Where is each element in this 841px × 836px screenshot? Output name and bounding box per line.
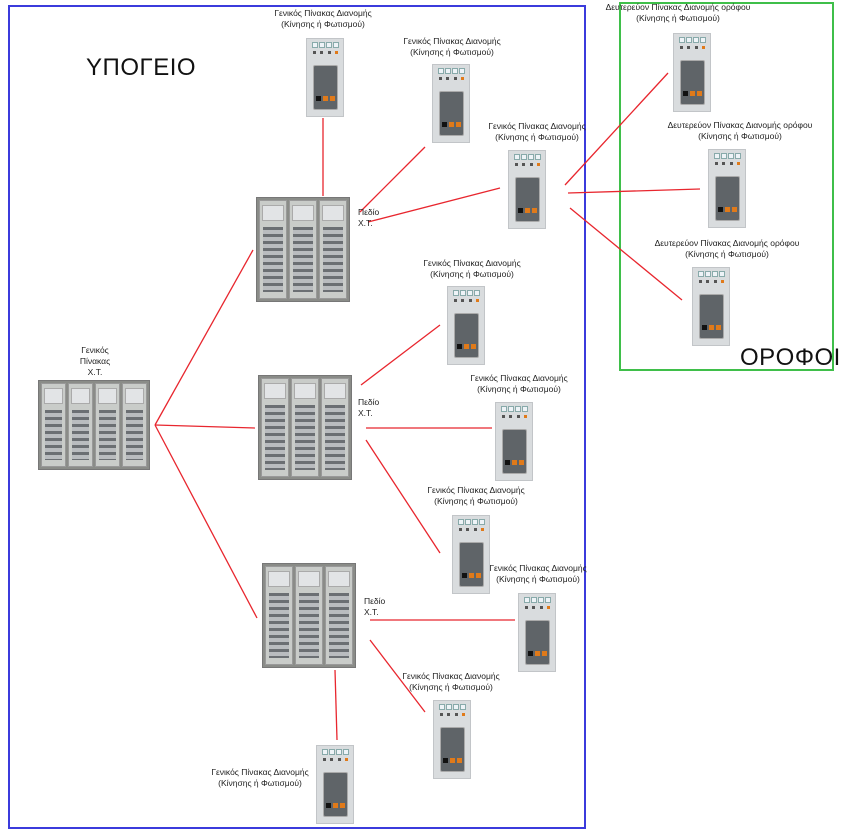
label-line: Γενικός Πίνακας Διανομής <box>470 373 568 383</box>
distribution-panel-label: Γενικός Πίνακας Διανομής(Κίνησης ή Φωτισ… <box>489 563 586 585</box>
distribution-panel <box>518 593 556 672</box>
connection-line <box>569 207 683 301</box>
label-line: Γενικός Πίνακας Διανομής <box>423 258 521 268</box>
lv-field-panel <box>256 197 350 302</box>
distribution-panel-label: Γενικός Πίνακας Διανομής(Κίνησης ή Φωτισ… <box>488 121 585 143</box>
floors-zone <box>619 2 834 371</box>
label-line: Δευτερεύον Πίνακας Διανομής ορόφου <box>654 238 800 248</box>
label-line: Γενικός Πίνακας Διανομής <box>402 671 500 681</box>
connection-line <box>334 669 338 741</box>
distribution-panel-label: Γενικός Πίνακας Διανομής(Κίνησης ή Φωτισ… <box>470 373 567 395</box>
distribution-panel <box>508 150 546 229</box>
label-line: Γενικός <box>81 345 109 355</box>
label-line: Γενικός Πίνακας Διανομής <box>403 36 501 46</box>
label-line: Γενικός Πίνακας Διανομής <box>274 8 372 18</box>
lv-field-panel <box>258 375 352 480</box>
label-line: Χ.Τ. <box>364 607 379 617</box>
basement-title: ΥΠΟΓΕΙΟ <box>86 54 197 81</box>
label-line: Χ.Τ. <box>87 367 103 377</box>
label-line: Γενικός Πίνακας Διανομής <box>488 121 586 131</box>
distribution-panel <box>306 38 344 117</box>
connection-line <box>567 188 701 194</box>
label-line: (Κίνησης ή Φωτισμού) <box>685 249 769 259</box>
label-line: (Κίνησης ή Φωτισμού) <box>434 496 518 506</box>
label-line: Γενικός Πίνακας Διανομής <box>211 767 309 777</box>
distribution-panel-label: Γενικός Πίνακας Διανομής(Κίνησης ή Φωτισ… <box>211 767 308 789</box>
label-line: (Κίνησης ή Φωτισμού) <box>698 131 782 141</box>
label-line: (Κίνησης ή Φωτισμού) <box>430 269 514 279</box>
label-line: (Κίνησης ή Φωτισμού) <box>410 47 494 57</box>
main-lv-panel <box>38 380 150 470</box>
distribution-panel <box>447 286 485 365</box>
label-line: (Κίνησης ή Φωτισμού) <box>496 574 580 584</box>
distribution-panel <box>316 745 354 824</box>
connection-line <box>564 72 669 186</box>
lv-field-panel <box>262 563 356 668</box>
label-line: Δευτερεύον Πίνακας Διανομής ορόφου <box>667 120 813 130</box>
connection-line <box>360 324 441 386</box>
label-line: Πεδίο <box>364 596 386 606</box>
label-line: (Κίνησης ή Φωτισμού) <box>636 13 720 23</box>
distribution-panel-label: Γενικός Πίνακας Διανομής(Κίνησης ή Φωτισ… <box>427 485 524 507</box>
label-line: Πίνακας <box>79 356 111 366</box>
connection-line <box>365 439 441 554</box>
connection-line <box>367 187 501 223</box>
distribution-panel <box>495 402 533 481</box>
floor-panel-label: Δευτερεύον Πίνακας Διανομής ορόφου(Κίνησ… <box>655 238 800 260</box>
label-line: (Κίνησης ή Φωτισμού) <box>218 778 302 788</box>
label-line: Χ.Τ. <box>358 408 373 418</box>
label-line: (Κίνησης ή Φωτισμού) <box>477 384 561 394</box>
distribution-panel <box>452 515 490 594</box>
connection-line <box>359 146 426 213</box>
distribution-panel-label: Γενικός Πίνακας Διανομής(Κίνησης ή Φωτισ… <box>423 258 520 280</box>
connection-line <box>369 639 426 713</box>
distribution-panel-label: Γενικός Πίνακας Διανομής(Κίνησης ή Φωτισ… <box>403 36 500 58</box>
distribution-panel-label: Γενικός Πίνακας Διανομής(Κίνησης ή Φωτισ… <box>274 8 371 30</box>
connection-line <box>154 424 256 429</box>
floor-panel-label: Δευτερεύον Πίνακας Διανομής ορόφου(Κίνησ… <box>668 120 813 142</box>
connection-line <box>154 249 254 426</box>
floor-distribution-panel <box>673 33 711 112</box>
label-line: (Κίνησης ή Φωτισμού) <box>409 682 493 692</box>
label-line: (Κίνησης ή Φωτισμού) <box>281 19 365 29</box>
label-line: (Κίνησης ή Φωτισμού) <box>495 132 579 142</box>
label-line: Χ.Τ. <box>358 218 373 228</box>
floor-panel-label: Δευτερεύον Πίνακας Διανομής ορόφου(Κίνησ… <box>606 2 751 24</box>
basement-zone <box>8 5 586 829</box>
distribution-panel <box>433 700 471 779</box>
connection-line <box>154 424 258 619</box>
label-line: Πεδίο <box>358 207 380 217</box>
floors-title: ΟΡΟΦΟΙ <box>740 344 841 371</box>
distribution-panel-label: Γενικός Πίνακας Διανομής(Κίνησης ή Φωτισ… <box>402 671 499 693</box>
distribution-panel <box>432 64 470 143</box>
floor-distribution-panel <box>692 267 730 346</box>
floor-distribution-panel <box>708 149 746 228</box>
label-line: Δευτερεύον Πίνακας Διανομής ορόφου <box>605 2 751 12</box>
label-line: Γενικός Πίνακας Διανομής <box>489 563 587 573</box>
label-line: Πεδίο <box>358 397 380 407</box>
label-line: Γενικός Πίνακας Διανομής <box>427 485 525 495</box>
